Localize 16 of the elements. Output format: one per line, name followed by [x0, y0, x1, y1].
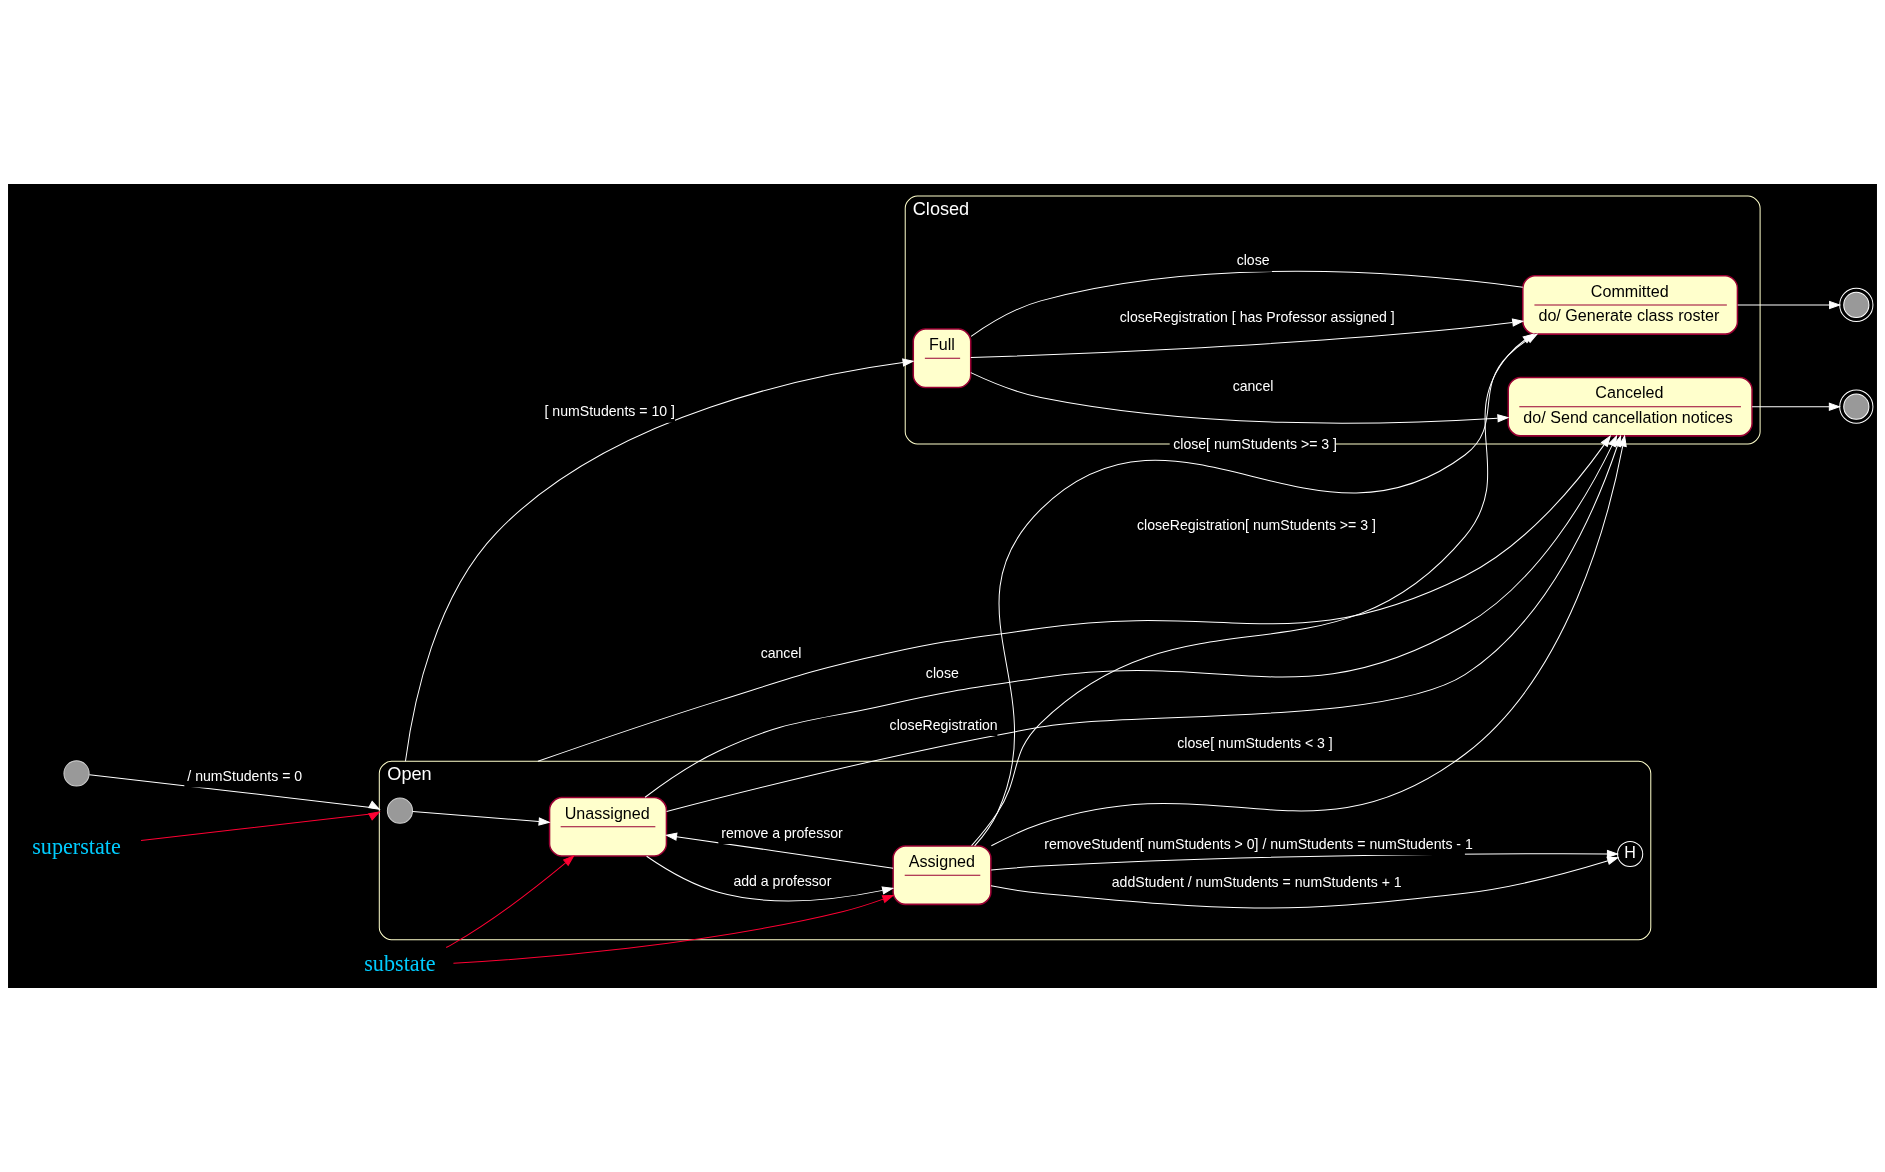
- node-text: superstate: [32, 833, 121, 859]
- edge-label: closeRegistration[ numStudents >= 3 ]: [1136, 517, 1376, 534]
- edge-label: closeRegistration: [889, 716, 998, 733]
- edge-label: close: [1236, 252, 1270, 269]
- edge-label: / numStudents = 0: [187, 768, 303, 785]
- edge-label: add a professor: [733, 872, 832, 889]
- edge-label: [ numStudents = 10 ]: [544, 403, 675, 420]
- node-text: substate: [364, 951, 436, 977]
- edge-label: remove a professor: [721, 824, 843, 841]
- edge-label: removeStudent[ numStudents > 0] / numStudents = numStudents - 1: [1044, 835, 1473, 852]
- edge-label: close: [925, 665, 959, 682]
- edge-label: cancel: [1232, 378, 1274, 395]
- edge-label: cancel: [760, 645, 802, 662]
- edge-label: closeRegistration [ has Professor assigned ]: [1119, 308, 1395, 325]
- edge-label: close[ numStudents < 3 ]: [1177, 734, 1333, 751]
- edge-label: addStudent / numStudents = numStudents + 1: [1111, 873, 1402, 890]
